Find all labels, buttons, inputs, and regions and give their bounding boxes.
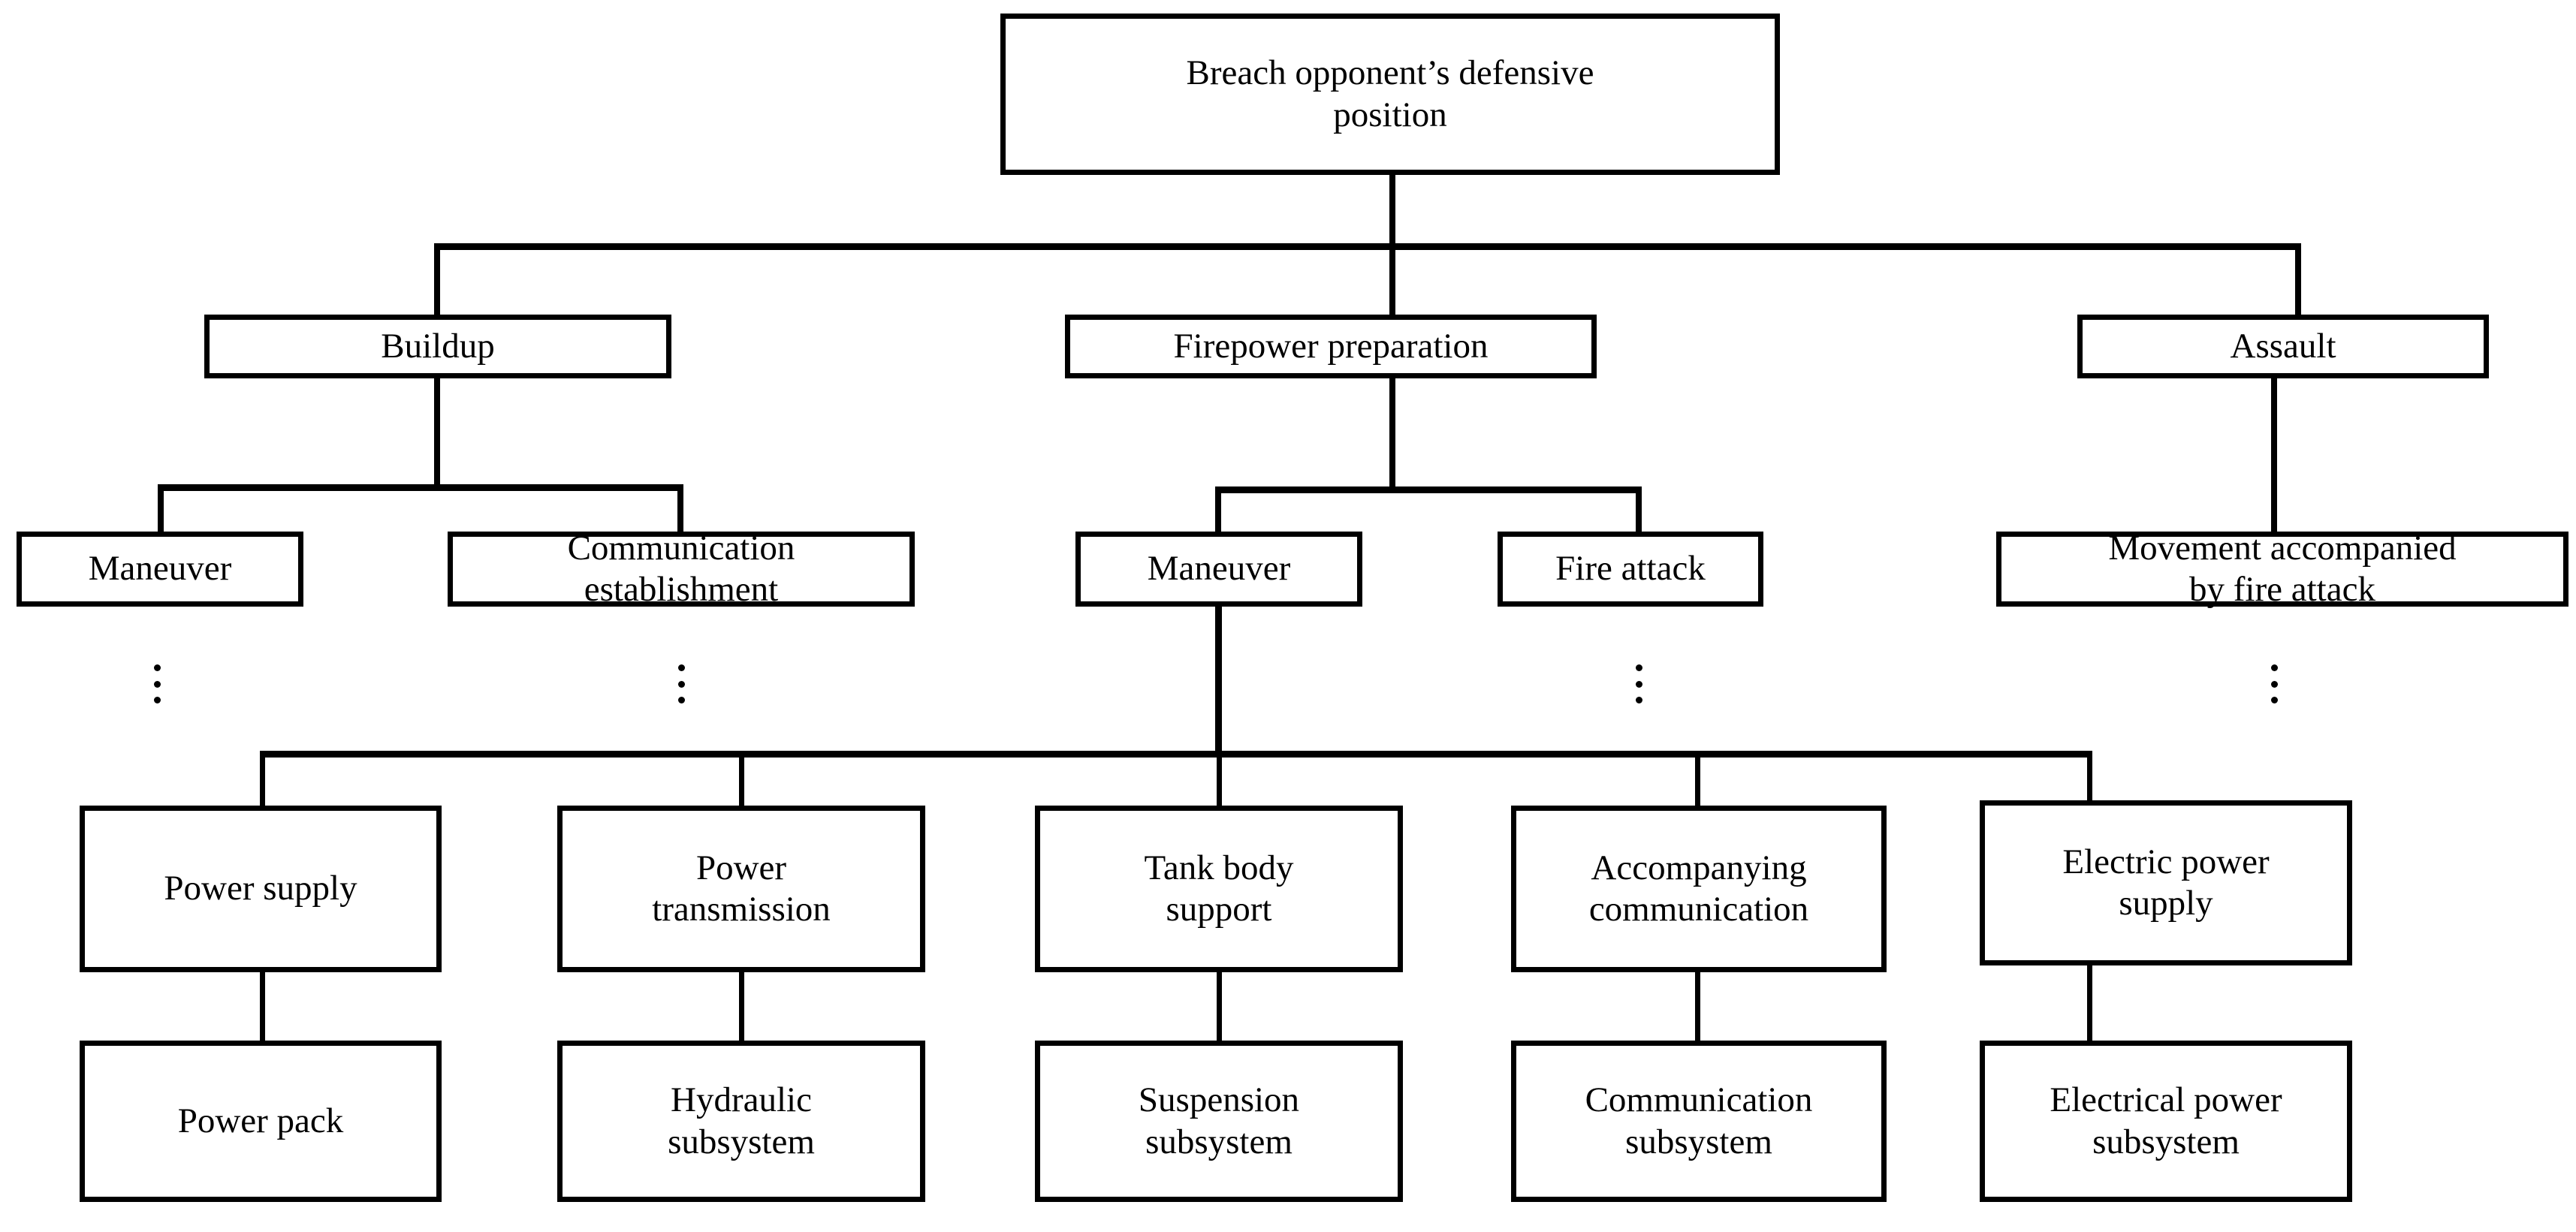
ellipsis-dot: [2271, 664, 2278, 671]
node-accompanying-communication[interactable]: Accompanying communication: [1511, 806, 1887, 972]
edge-bus-to-electric-power-supply: [2087, 751, 2092, 802]
ellipsis-under-communication-establishment: [678, 664, 685, 703]
node-label: Breach opponent’s defensive position: [1186, 53, 1594, 134]
ellipsis-dot: [1636, 664, 1642, 671]
node-maneuver-buildup[interactable]: Maneuver: [17, 532, 303, 607]
edge-power-supply-to-power-pack: [260, 972, 265, 1041]
ellipsis-dot: [154, 664, 161, 671]
node-hydraulic-subsystem[interactable]: Hydraulic subsystem: [557, 1041, 925, 1202]
node-label: Firepower preparation: [1173, 326, 1489, 366]
node-label: Electrical power subsystem: [2050, 1080, 2282, 1161]
ellipsis-under-fire-attack: [1636, 664, 1642, 703]
edge-bus-to-accompanying-communication: [1695, 751, 1700, 808]
edge-level2-bus: [434, 243, 2301, 250]
edge-firepower-stem: [1389, 375, 1395, 492]
edge-root-stem: [1389, 174, 1395, 249]
node-label: Movement accompanied by fire attack: [2108, 528, 2457, 609]
node-label: Tank body support: [1144, 848, 1294, 929]
node-tank-body-support[interactable]: Tank body support: [1035, 806, 1403, 972]
node-label: Communication establishment: [567, 528, 795, 609]
node-fire-attack[interactable]: Fire attack: [1498, 532, 1763, 607]
ellipsis-dot: [1636, 680, 1642, 688]
edge-firepower-to-maneuver: [1215, 486, 1221, 534]
ellipsis-under-movement-accompanied: [2271, 664, 2278, 703]
ellipsis-dot: [678, 680, 685, 688]
edge-electric-power-to-electrical-sub: [2087, 965, 2092, 1041]
node-label: Buildup: [381, 326, 495, 366]
edge-bus-to-assault: [2295, 243, 2301, 317]
ellipsis-under-maneuver-buildup: [154, 664, 161, 703]
node-label: Electric power supply: [2062, 842, 2270, 923]
node-firepower-preparation[interactable]: Firepower preparation: [1065, 315, 1597, 378]
edge-power-transmission-to-hydraulic: [739, 972, 744, 1041]
edge-accompanying-comm-to-comm-sub: [1695, 972, 1700, 1041]
node-label: Maneuver: [88, 549, 232, 589]
node-maneuver-firepower[interactable]: Maneuver: [1075, 532, 1362, 607]
node-electric-power-supply[interactable]: Electric power supply: [1980, 800, 2352, 965]
node-breach-opponents-defensive-position[interactable]: Breach opponent’s defensive position: [1000, 14, 1780, 175]
node-movement-accompanied-by-fire-attack[interactable]: Movement accompanied by fire attack: [1996, 529, 2568, 609]
edge-assault-stem: [2271, 375, 2277, 534]
node-label: Fire attack: [1555, 549, 1706, 589]
node-label: Maneuver: [1147, 549, 1291, 589]
node-power-transmission[interactable]: Power transmission: [557, 806, 925, 972]
node-label: Power transmission: [652, 848, 831, 929]
ellipsis-dot: [154, 697, 161, 703]
node-label: Power pack: [177, 1101, 344, 1140]
node-assault[interactable]: Assault: [2077, 315, 2489, 378]
edge-buildup-to-comm: [677, 484, 683, 534]
ellipsis-dot: [1636, 697, 1642, 703]
edge-level4-bus: [260, 751, 2092, 758]
edge-maneuver2-stem: [1215, 601, 1222, 757]
node-buildup[interactable]: Buildup: [204, 315, 671, 378]
ellipsis-dot: [678, 664, 685, 671]
edge-buildup-bus: [158, 484, 683, 491]
node-label: Hydraulic subsystem: [668, 1080, 815, 1161]
node-communication-subsystem[interactable]: Communication subsystem: [1511, 1041, 1887, 1202]
node-label: Communication subsystem: [1585, 1080, 1813, 1161]
edge-bus-to-power-transmission: [739, 751, 744, 808]
ellipsis-dot: [678, 697, 685, 703]
node-power-supply[interactable]: Power supply: [80, 806, 442, 972]
ellipsis-dot: [2271, 697, 2278, 703]
ellipsis-dot: [154, 680, 161, 688]
node-power-pack[interactable]: Power pack: [80, 1041, 442, 1202]
edge-bus-to-tank-body-support: [1217, 751, 1222, 808]
node-label: Accompanying communication: [1588, 848, 1809, 929]
edge-firepower-bus: [1215, 486, 1642, 493]
edge-tank-body-to-suspension: [1217, 972, 1222, 1041]
edge-buildup-to-maneuver: [158, 484, 164, 534]
node-label: Suspension subsystem: [1138, 1080, 1300, 1161]
node-label: Power supply: [164, 869, 357, 908]
edge-bus-to-power-supply: [260, 751, 265, 808]
edge-bus-to-buildup: [434, 243, 440, 317]
node-label: Assault: [2230, 326, 2336, 366]
edge-bus-to-firepower: [1389, 243, 1395, 317]
node-suspension-subsystem[interactable]: Suspension subsystem: [1035, 1041, 1403, 1202]
node-electrical-power-subsystem[interactable]: Electrical power subsystem: [1980, 1041, 2352, 1202]
edge-buildup-stem: [434, 375, 440, 489]
ellipsis-dot: [2271, 680, 2278, 688]
edge-firepower-to-fireattack: [1636, 486, 1642, 534]
node-communication-establishment[interactable]: Communication establishment: [448, 529, 915, 609]
